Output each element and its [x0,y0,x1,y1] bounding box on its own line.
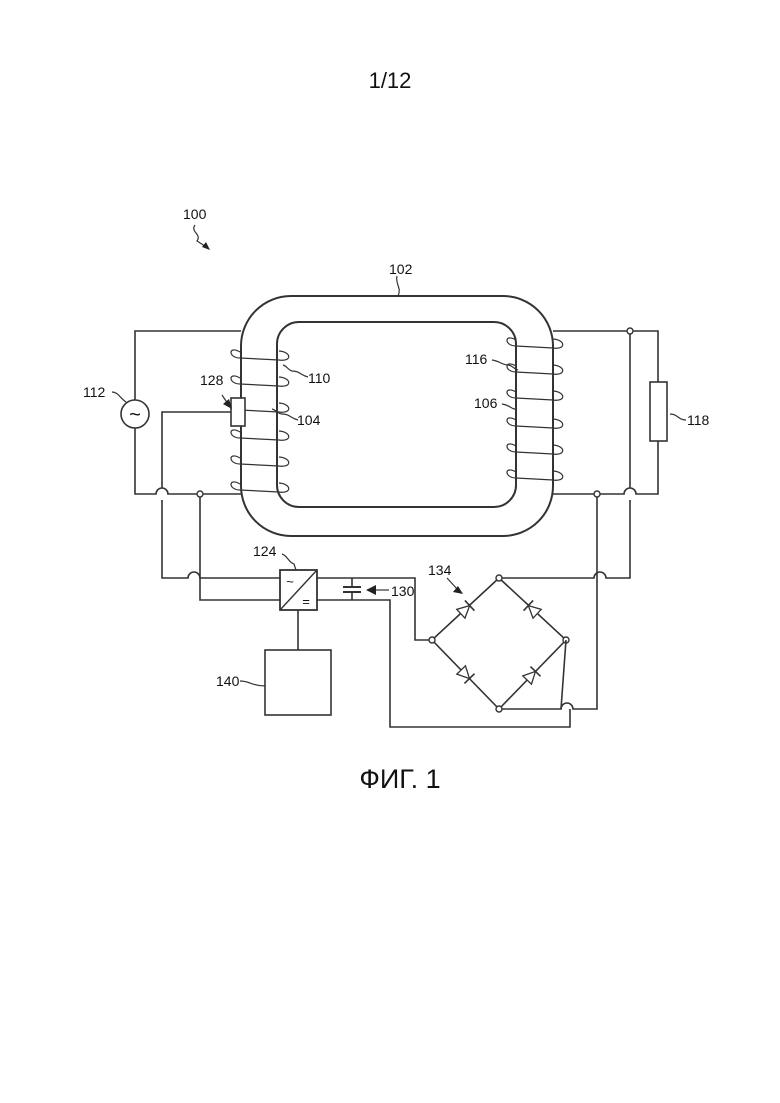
label-112: 112 [83,384,106,400]
label-100: 100 [183,206,207,222]
label-134: 134 [428,562,452,578]
label-106: 106 [474,395,498,411]
leader-lines [112,225,686,686]
ac-source-glyph: ~ [129,404,141,426]
label-128: 128 [200,372,224,388]
label-118: 118 [687,412,710,428]
current-sensor [231,398,245,426]
label-116: 116 [465,351,488,367]
label-140: 140 [216,673,240,689]
unit-box [265,650,331,715]
label-110: 110 [308,370,331,386]
label-124: 124 [253,543,277,559]
diode-bridge [429,575,569,712]
converter-dc-glyph: = [302,594,310,609]
converter-ac-glyph: ~ [286,574,294,589]
label-104: 104 [297,412,321,428]
transformer-core [241,296,553,536]
load-resistor [650,382,667,441]
secondary-circuit [499,328,667,709]
capacitor [343,578,361,600]
figure-caption: ФИГ. 1 [0,764,780,795]
label-102: 102 [389,261,413,277]
label-130: 130 [391,583,415,599]
